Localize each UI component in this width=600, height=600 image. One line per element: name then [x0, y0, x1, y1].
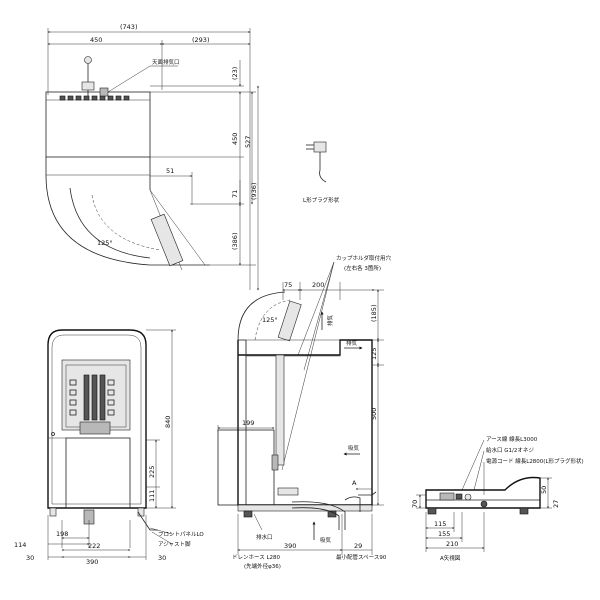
- dim-199: 199: [242, 419, 254, 427]
- dim-936: (936): [250, 183, 258, 200]
- label-drain-hose-sub: (先端外径φ36): [244, 562, 281, 570]
- label-drain: 排水口: [256, 533, 273, 541]
- dim-390-side: 390: [284, 542, 296, 550]
- lower-compartment: [65, 437, 131, 509]
- dim-390-front: 390: [86, 558, 98, 566]
- dim-30-right: 30: [158, 554, 166, 562]
- dim-125: 125: [370, 348, 378, 360]
- side-view: カップホルダ取付用穴 (左右各 3箇所) 75 200 125°: [217, 254, 392, 570]
- dim-50: 50: [540, 486, 548, 494]
- label-adjuster: アジャスト脚: [158, 540, 191, 548]
- dim-114: 114: [14, 541, 26, 549]
- dim-29: 29: [354, 542, 362, 550]
- dim-210: 210: [446, 540, 458, 548]
- dim-27: 27: [552, 500, 560, 508]
- plug-icon: [313, 141, 327, 153]
- svg-text:吸気: 吸気: [348, 444, 360, 452]
- callout-cup-holder-sub: (左右各 3箇所): [344, 264, 381, 272]
- dim-right-width: (293): [192, 36, 209, 44]
- angle-125-side: 125°: [262, 316, 278, 324]
- airflow-exhaust-right: 排気: [344, 339, 363, 350]
- label-drain-hose: ドレンホース L280: [232, 554, 281, 561]
- dim-115: 115: [434, 520, 446, 528]
- a-view: アース線 線長L3000 給水口 G1/2オネジ 電源コード 線長L2800(L…: [411, 435, 584, 562]
- top-arc-outline: [45, 157, 210, 266]
- dim-30-left: 30: [26, 554, 34, 562]
- dim-total-width: (743): [120, 23, 137, 31]
- svg-text:排気: 排気: [326, 314, 334, 326]
- airflow-exhaust-top: 排気: [320, 311, 334, 330]
- vent-slots: [59, 95, 130, 101]
- front-body: [47, 329, 147, 509]
- airflow-intake-bottom: 吸気: [312, 521, 332, 544]
- side-door-arc: [237, 291, 286, 341]
- top-body: [45, 91, 151, 158]
- dim-51: 51: [166, 167, 174, 175]
- label-water: 給水口 G1/2オネジ: [486, 446, 534, 454]
- dim-185: (185): [370, 305, 378, 322]
- a-view-title: A矢視図: [440, 554, 461, 562]
- dim-500: 500: [370, 408, 378, 420]
- drain-hose: [291, 501, 346, 530]
- dim-200: 200: [312, 281, 324, 289]
- dim-225: 225: [148, 466, 156, 478]
- top-view: (743) 450 (293) 天面排気口: [45, 23, 259, 291]
- angle-125-top: 125°: [97, 239, 113, 247]
- label-earth: アース線 線長L3000: [486, 435, 538, 443]
- svg-text:吸気: 吸気: [320, 536, 332, 544]
- dim-222: 222: [88, 542, 100, 550]
- label-A: A: [352, 479, 357, 487]
- dim-450-top: 450: [231, 133, 239, 145]
- label-front-panel: フロントパネルLO: [158, 531, 204, 538]
- plug-figure: L形プラグ形状: [303, 141, 340, 204]
- callout-exhaust: 天面排気口: [152, 58, 180, 66]
- knob-icon: [84, 56, 92, 64]
- dim-198: 198: [56, 530, 68, 538]
- dim-75: 75: [284, 281, 292, 289]
- callout-cup-holder: カップホルダ取付用穴: [336, 254, 392, 262]
- button-grid: [69, 379, 115, 416]
- dim-23: (23): [231, 67, 239, 80]
- a-view-body: [425, 476, 541, 509]
- dim-386: (386): [231, 233, 239, 250]
- dim-527: 527: [244, 136, 252, 148]
- front-view: 840 225 111 114 198 222 30 390 30 フロントパネ…: [14, 329, 204, 566]
- airflow-intake-right: 吸気: [343, 444, 360, 456]
- label-min-space: 最小配管スペース90: [336, 553, 387, 561]
- dim-111: 111: [148, 490, 156, 502]
- dim-left-width: 450: [90, 36, 102, 44]
- dim-155: 155: [438, 530, 450, 538]
- svg-text:排気: 排気: [346, 339, 358, 347]
- label-cord: 電源コード 線長L2800(L形プラグ形状): [486, 457, 584, 465]
- dim-70: 70: [411, 500, 419, 508]
- dim-840: 840: [164, 416, 172, 428]
- plug-label: L形プラグ形状: [303, 196, 340, 204]
- dim-71: 71: [231, 190, 239, 198]
